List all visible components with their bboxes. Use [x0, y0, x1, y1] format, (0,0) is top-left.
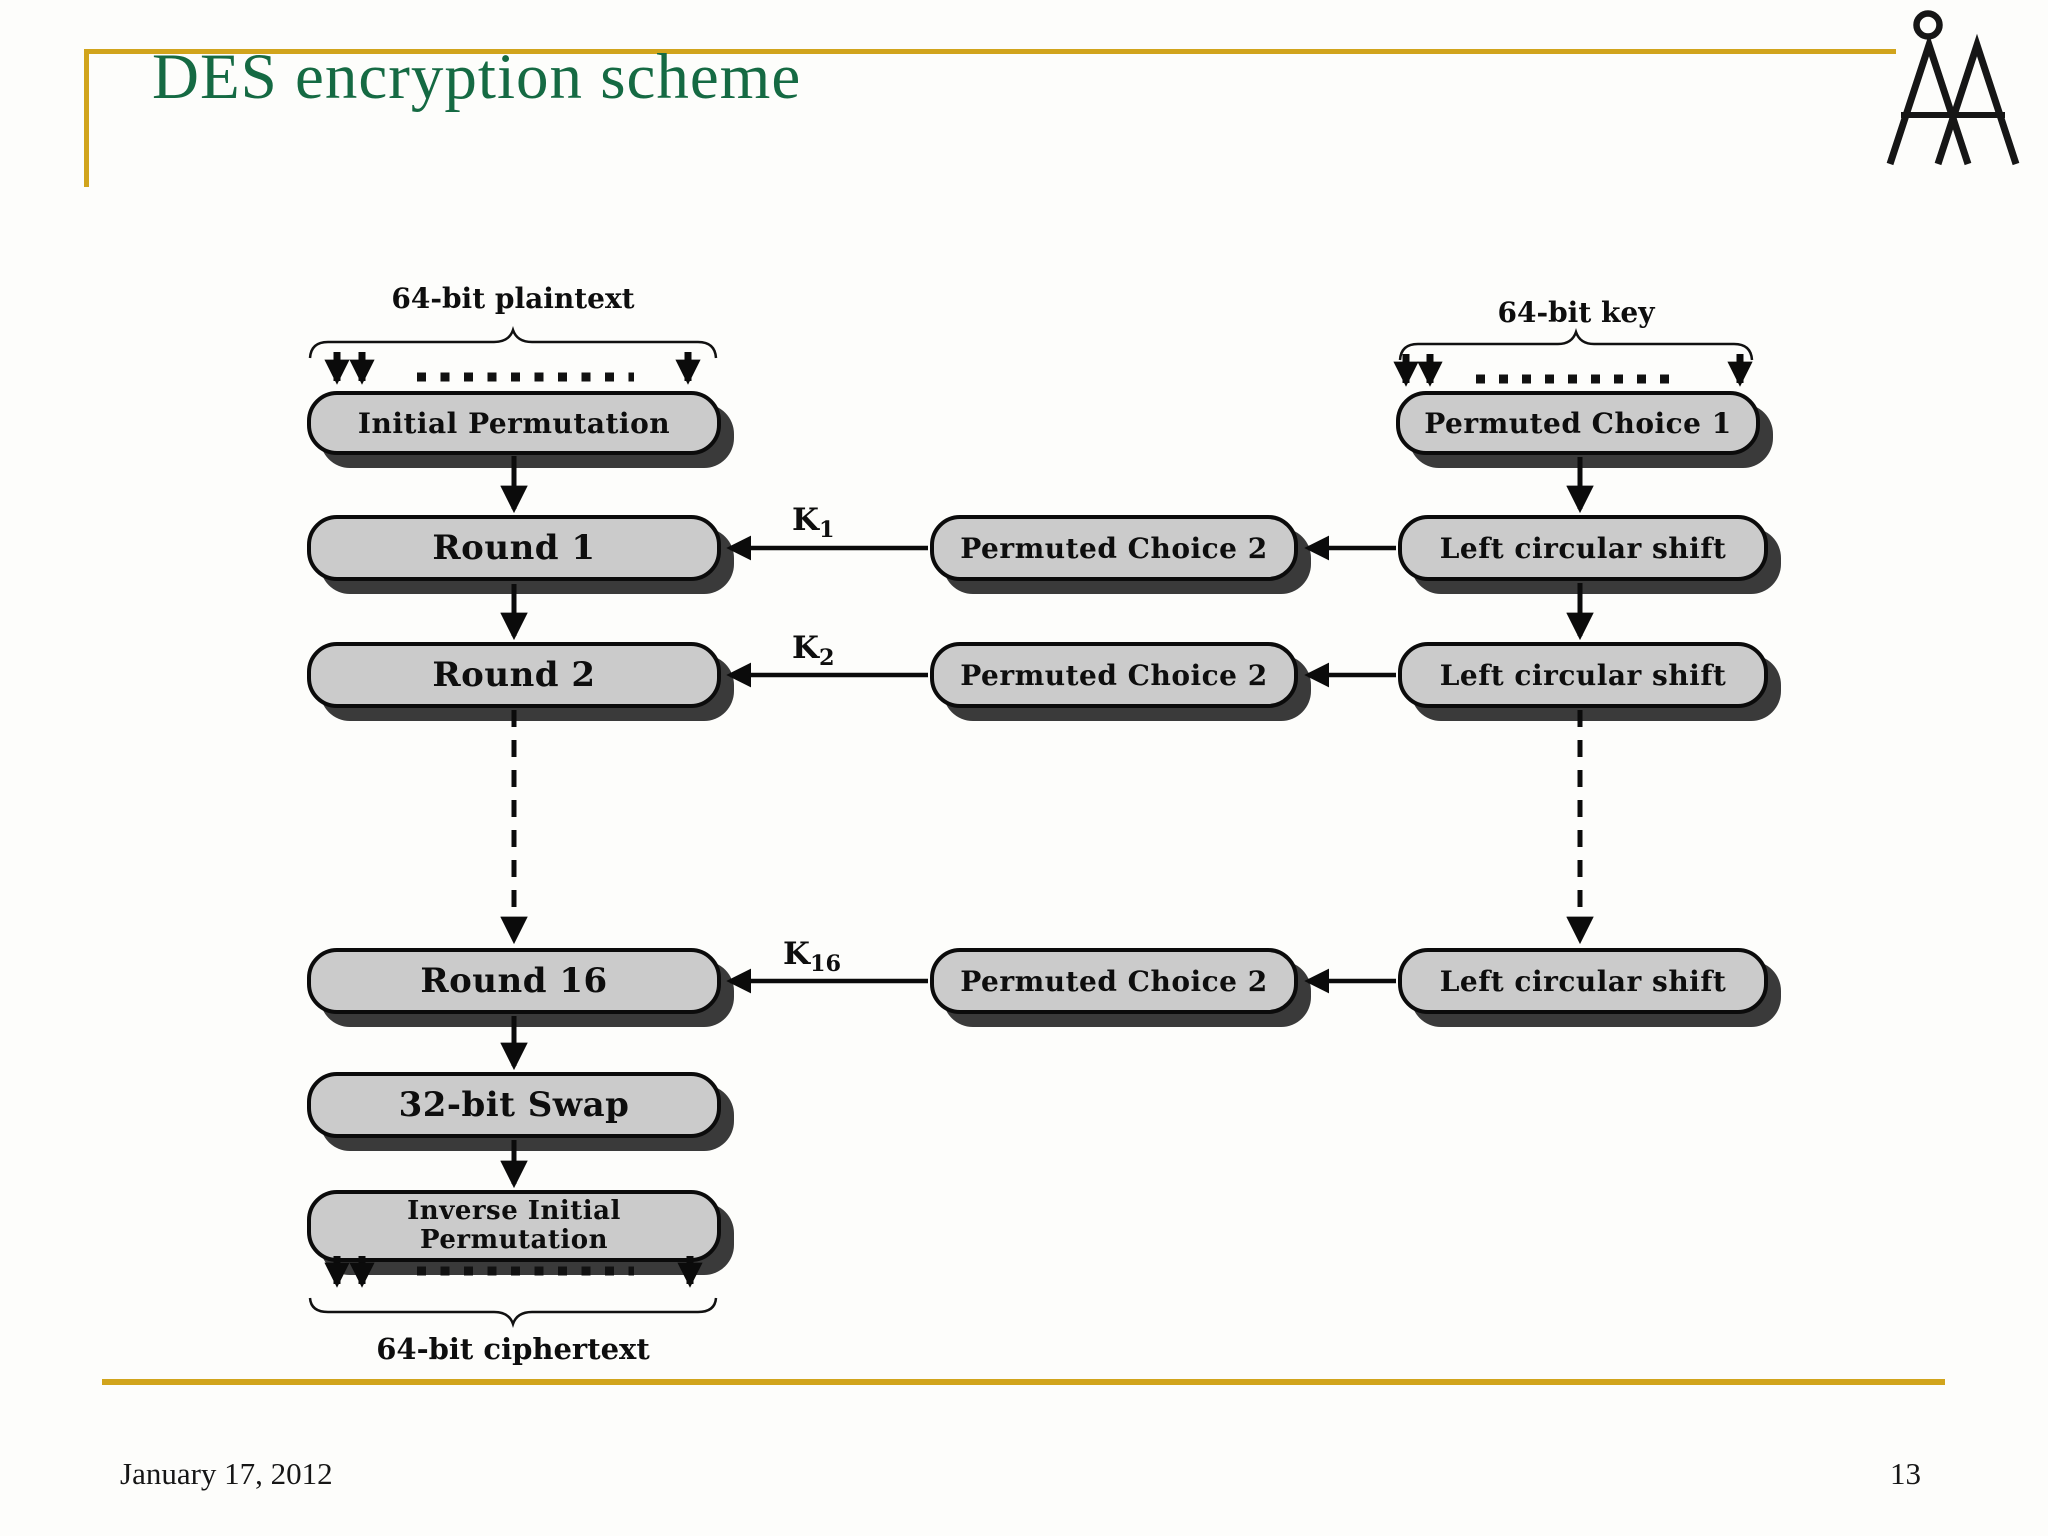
- subkey-k1-base: K: [792, 502, 819, 538]
- box-permuted-choice-1: Permuted Choice 1: [1396, 391, 1760, 455]
- box-32-bit-swap-label: 32-bit Swap: [398, 1085, 630, 1125]
- subkey-k16-sub: 16: [809, 951, 842, 978]
- box-permuted-choice-2-row2: Permuted Choice 2: [930, 642, 1298, 708]
- top-gold-rule: [84, 49, 1896, 54]
- left-gold-rule: [84, 49, 89, 187]
- bottom-gold-rule: [102, 1379, 1945, 1385]
- box-left-circular-shift-row3: Left circular shift: [1398, 948, 1768, 1014]
- box-round-1: Round 1: [307, 515, 721, 581]
- box-left-circular-shift-label: Left circular shift: [1439, 531, 1727, 565]
- box-permuted-choice-2-label: Permuted Choice 2: [960, 658, 1268, 692]
- subkey-arrows: [726, 535, 1396, 994]
- page-title: DES encryption scheme: [152, 41, 802, 113]
- box-round-16-label: Round 16: [420, 961, 608, 1001]
- plaintext-input-brace: [308, 326, 718, 359]
- box-initial-permutation-label: Initial Permutation: [357, 406, 671, 440]
- plaintext-input-arrows: [324, 352, 701, 385]
- box-inverse-initial-line1: Inverse Initial: [407, 1196, 621, 1227]
- subkey-label-k1: K1: [792, 502, 834, 541]
- plaintext-label: 64-bit plaintext: [391, 282, 635, 315]
- box-left-circular-shift-label: Left circular shift: [1439, 964, 1727, 998]
- abo-akademi-logo: [1886, 10, 2020, 166]
- box-left-circular-shift-label: Left circular shift: [1439, 658, 1727, 692]
- footer-date: January 17, 2012: [120, 1456, 333, 1491]
- box-left-circular-shift-row2: Left circular shift: [1398, 642, 1768, 708]
- box-permuted-choice-2-label: Permuted Choice 2: [960, 531, 1268, 565]
- key-label: 64-bit key: [1497, 296, 1655, 329]
- subkey-label-k2: K2: [792, 630, 834, 669]
- box-permuted-choice-1-label: Permuted Choice 1: [1424, 406, 1732, 440]
- box-round-2-label: Round 2: [432, 655, 596, 695]
- box-left-circular-shift-row1: Left circular shift: [1398, 515, 1768, 581]
- logo-right-a-icon: [1934, 33, 2020, 166]
- box-round-1-label: Round 1: [432, 528, 596, 568]
- logo-left-a-icon: [1886, 33, 1972, 166]
- box-inverse-initial-line2: Permutation: [420, 1225, 608, 1255]
- box-permuted-choice-2-row1: Permuted Choice 2: [930, 515, 1298, 581]
- key-input-arrows: [1393, 354, 1753, 387]
- subkey-k1-sub: 1: [818, 517, 835, 544]
- box-permuted-choice-2-label: Permuted Choice 2: [960, 964, 1268, 998]
- subkey-label-k16: K16: [783, 936, 841, 975]
- key-input-brace: [1398, 328, 1754, 361]
- subkey-k2-sub: 2: [818, 645, 835, 672]
- ciphertext-output-brace: [308, 1297, 718, 1328]
- box-initial-permutation: Initial Permutation: [307, 391, 721, 455]
- subkey-k2-base: K: [792, 630, 819, 666]
- box-32-bit-swap: 32-bit Swap: [307, 1072, 721, 1138]
- box-inverse-initial-permutation: Inverse Initial Permutation: [307, 1190, 721, 1262]
- subkey-k16-base: K: [783, 936, 810, 972]
- logo-ring-icon: [1913, 10, 1943, 40]
- page-number: 13: [1890, 1456, 1921, 1491]
- ciphertext-label: 64-bit ciphertext: [376, 1332, 650, 1366]
- box-permuted-choice-2-row3: Permuted Choice 2: [930, 948, 1298, 1014]
- box-round-16: Round 16: [307, 948, 721, 1014]
- box-round-2: Round 2: [307, 642, 721, 708]
